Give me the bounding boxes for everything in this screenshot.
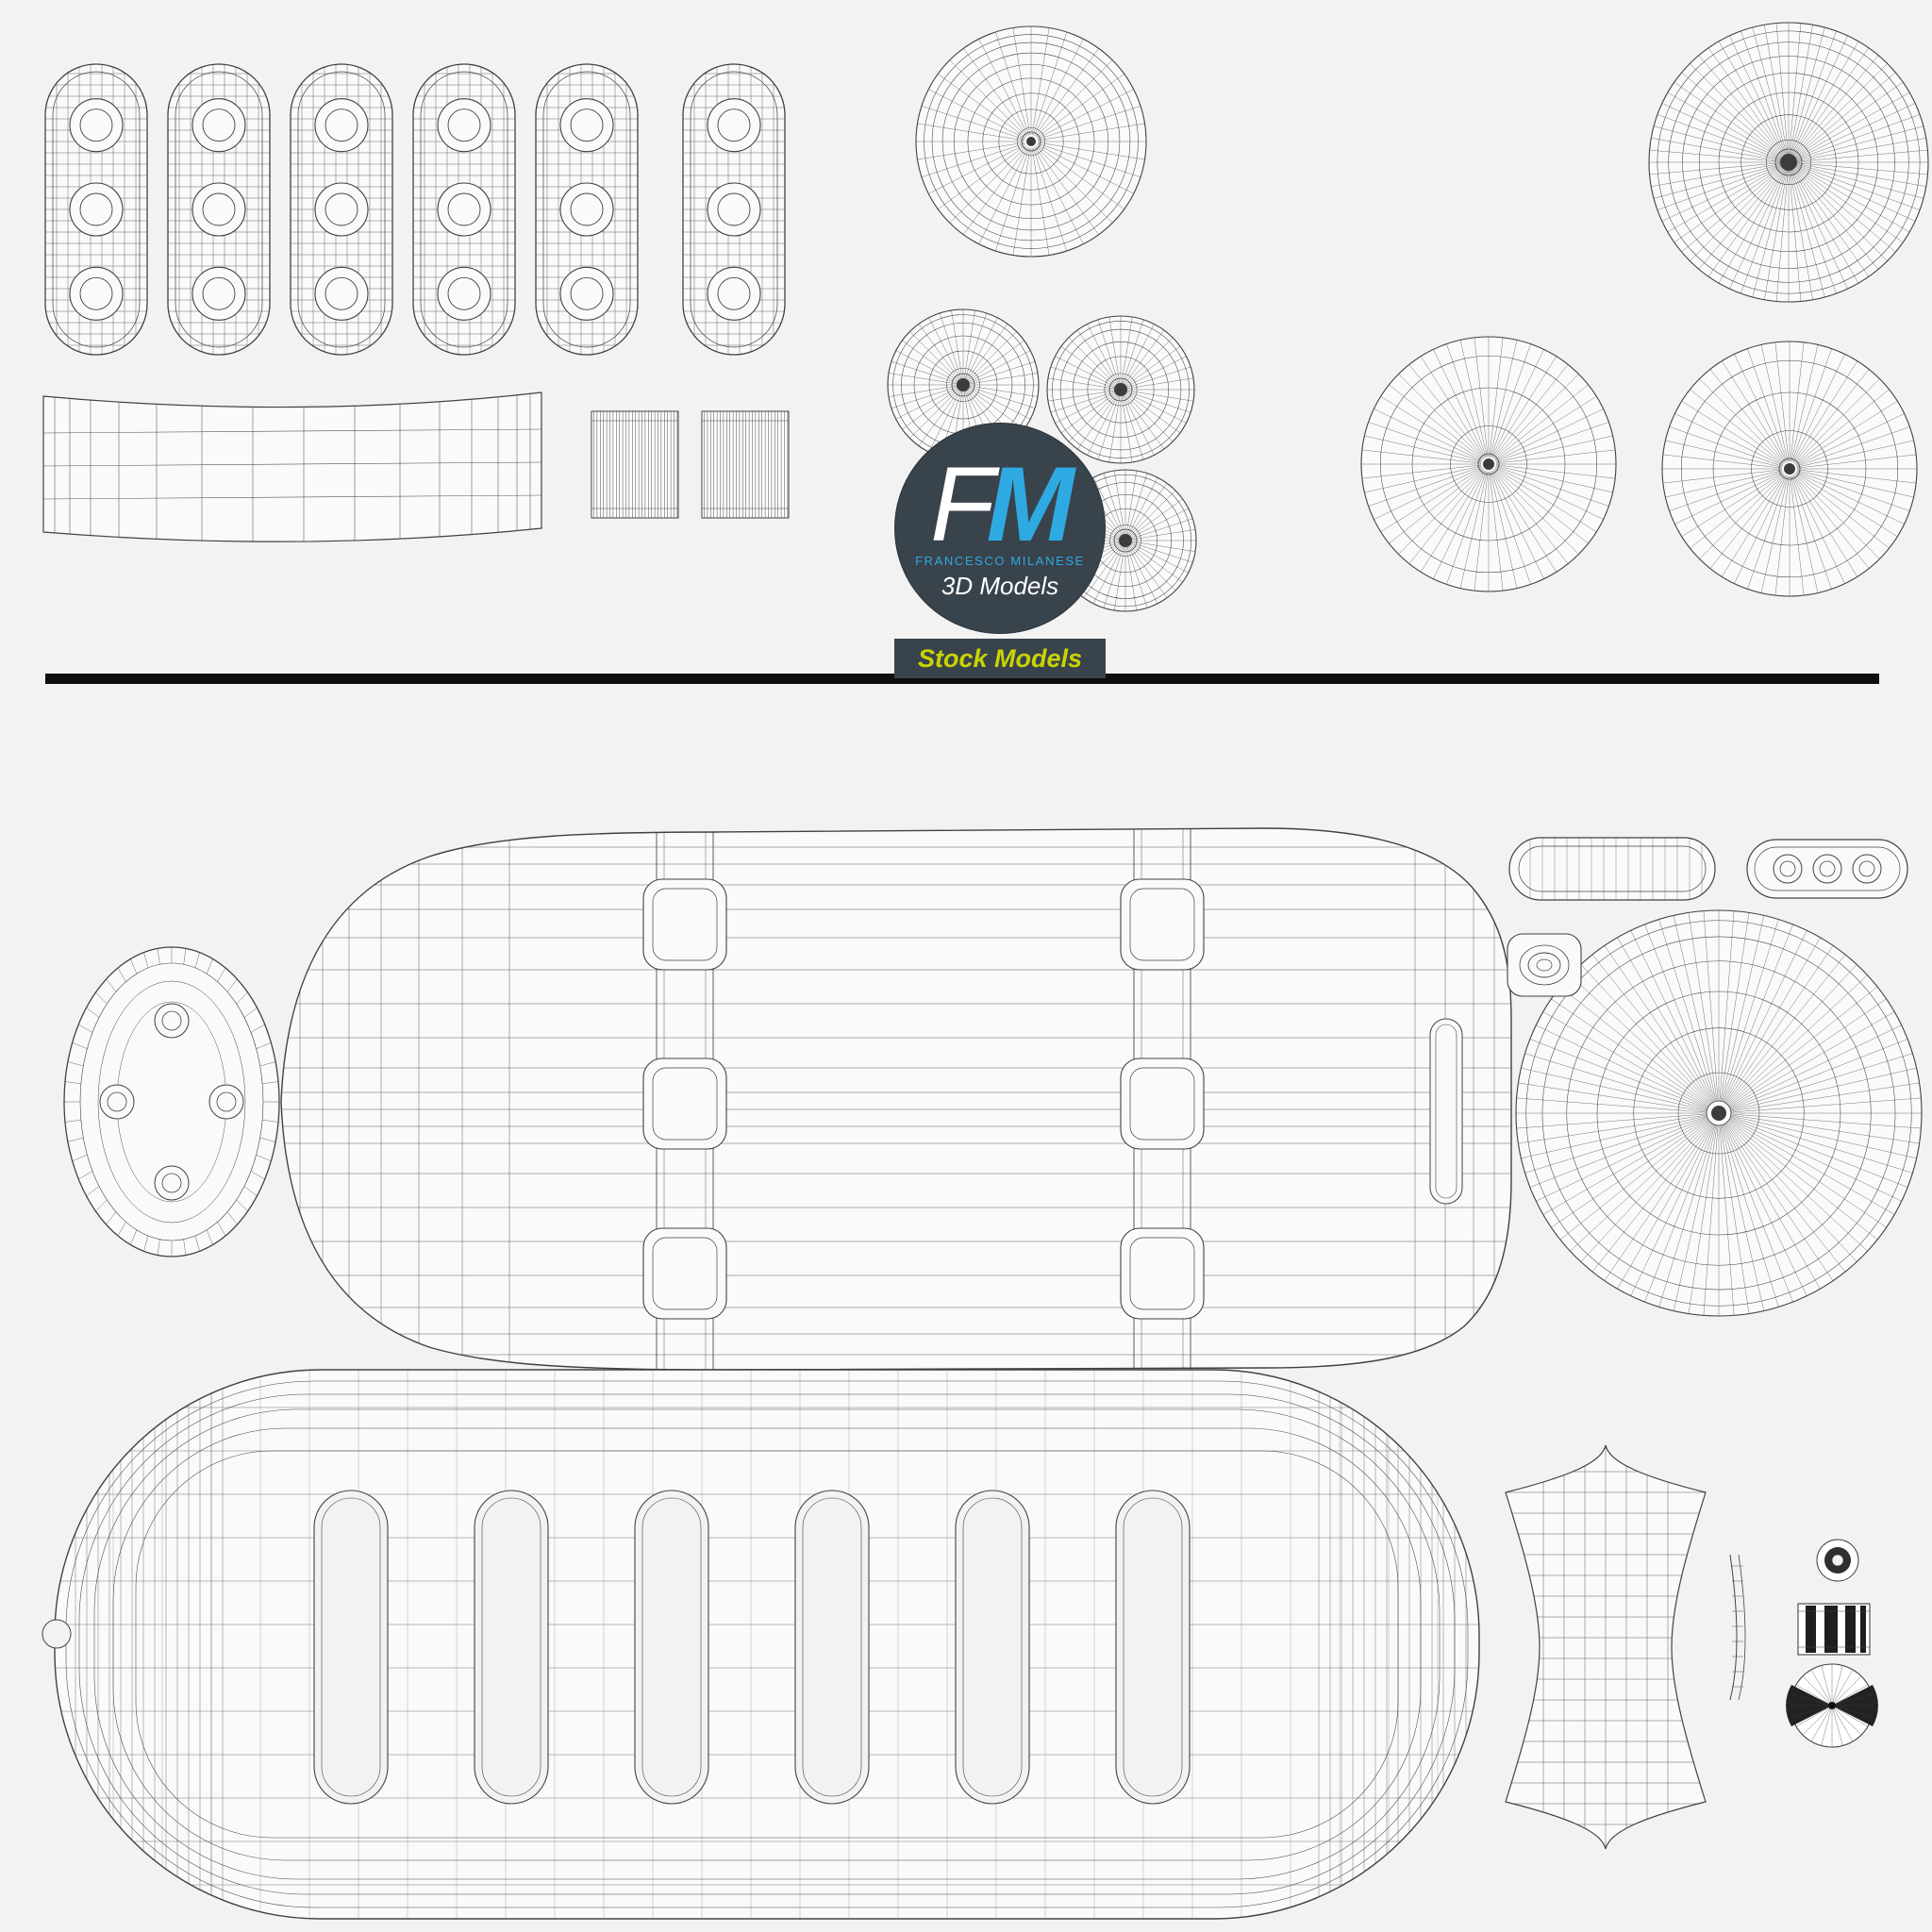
watermark-circle: FM FRANCESCO MILANESE 3D Models: [894, 423, 1106, 634]
seat-base-uv-shell: [42, 1369, 1480, 1920]
uv-small-parts: [1505, 837, 1908, 1850]
uv-curved-band: [42, 391, 542, 542]
watermark-logo: FM FRANCESCO MILANESE 3D Models Stock Mo…: [894, 423, 1106, 678]
watermark-badge: Stock Models: [894, 639, 1106, 678]
seat-top-uv-shell: [63, 827, 1512, 1371]
uv-hatch-patches: [591, 410, 790, 519]
section-divider: [45, 674, 1879, 684]
watermark-initial-m: M: [986, 444, 1074, 563]
watermark-tagline: 3D Models: [941, 572, 1059, 601]
watermark-initial-f: F: [930, 444, 994, 563]
uv-hole-strips: [44, 63, 786, 356]
watermark-initials: FM: [930, 451, 1074, 557]
watermark-subtitle: FRANCESCO MILANESE: [915, 554, 1085, 569]
